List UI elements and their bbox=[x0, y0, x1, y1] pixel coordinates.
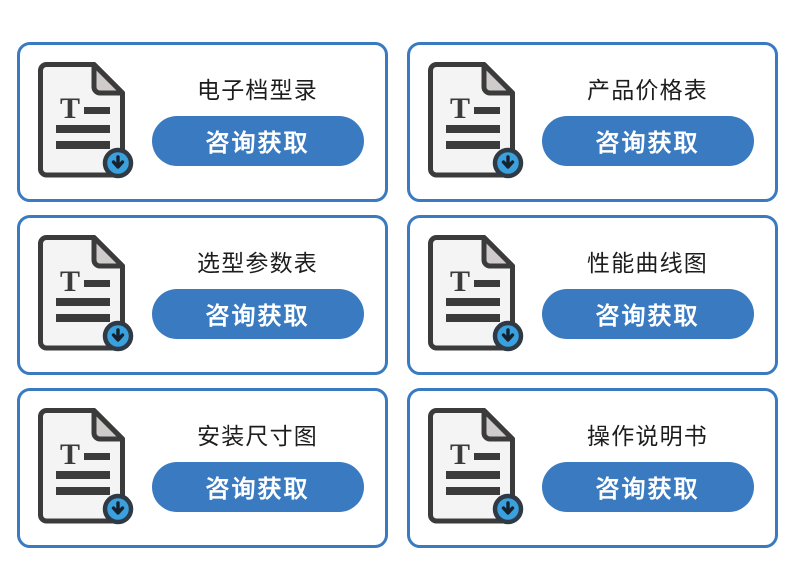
card-body: 操作说明书 咨询获取 bbox=[530, 423, 769, 512]
resource-card-installation-dimensions[interactable]: T 安装尺寸图 咨询获取 bbox=[17, 388, 388, 548]
inquire-button[interactable]: 咨询获取 bbox=[541, 288, 754, 339]
card-body: 电子档型录 咨询获取 bbox=[140, 77, 379, 166]
svg-text:T: T bbox=[60, 92, 80, 125]
svg-text:T: T bbox=[60, 438, 80, 471]
inquire-button[interactable]: 咨询获取 bbox=[151, 115, 364, 166]
card-body: 选型参数表 咨询获取 bbox=[140, 250, 379, 339]
inquire-button[interactable]: 咨询获取 bbox=[541, 115, 754, 166]
card-body: 安装尺寸图 咨询获取 bbox=[140, 423, 379, 512]
inquire-button[interactable]: 咨询获取 bbox=[151, 288, 364, 339]
document-download-icon: T bbox=[38, 408, 134, 525]
card-title: 电子档型录 bbox=[197, 77, 318, 104]
svg-text:T: T bbox=[450, 92, 470, 125]
document-download-icon: T bbox=[38, 235, 134, 352]
resource-card-performance-curve[interactable]: T 性能曲线图 咨询获取 bbox=[407, 215, 778, 375]
svg-text:T: T bbox=[450, 265, 470, 298]
document-download-icon: T bbox=[428, 235, 524, 352]
document-download-icon: T bbox=[428, 408, 524, 525]
card-body: 产品价格表 咨询获取 bbox=[530, 77, 769, 166]
resource-card-price-list[interactable]: T 产品价格表 咨询获取 bbox=[407, 42, 778, 202]
card-title: 性能曲线图 bbox=[587, 250, 708, 277]
card-title: 选型参数表 bbox=[197, 250, 318, 277]
svg-text:T: T bbox=[60, 265, 80, 298]
card-body: 性能曲线图 咨询获取 bbox=[530, 250, 769, 339]
resource-card-catalog[interactable]: T 电子档型录 咨询获取 bbox=[17, 42, 388, 202]
document-download-icon: T bbox=[38, 62, 134, 179]
resource-card-selection-parameters[interactable]: T 选型参数表 咨询获取 bbox=[17, 215, 388, 375]
document-download-icon: T bbox=[428, 62, 524, 179]
inquire-button[interactable]: 咨询获取 bbox=[541, 461, 754, 512]
card-title: 产品价格表 bbox=[587, 77, 708, 104]
resource-card-operation-manual[interactable]: T 操作说明书 咨询获取 bbox=[407, 388, 778, 548]
card-title: 操作说明书 bbox=[587, 423, 708, 450]
inquire-button[interactable]: 咨询获取 bbox=[151, 461, 364, 512]
svg-text:T: T bbox=[450, 438, 470, 471]
card-title: 安装尺寸图 bbox=[197, 423, 318, 450]
